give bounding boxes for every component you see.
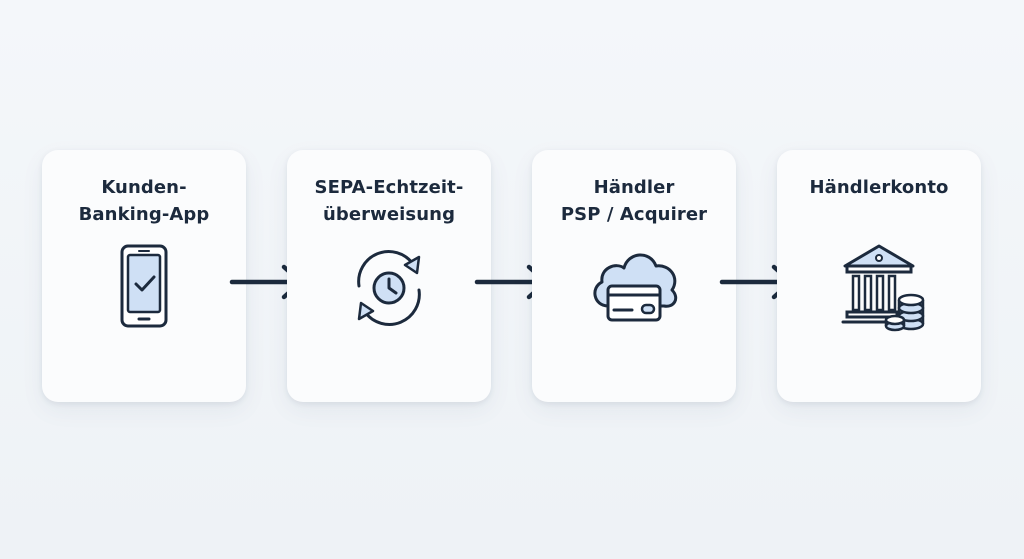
step-label-line: PSP / Acquirer	[560, 204, 708, 225]
step-label-line: überweisung	[322, 204, 456, 225]
step-card-sepa-instant-transfer: SEPA-Echtzeit- überweisung	[287, 150, 491, 402]
step-label-line: Banking-App	[78, 204, 210, 225]
step-card-merchant-psp-acquirer: Händler PSP / Acquirer	[532, 150, 736, 402]
step-label-line: Händlerkonto	[809, 177, 949, 198]
clock-refresh-icon	[339, 238, 439, 338]
step-label: Händler PSP / Acquirer	[532, 174, 736, 228]
step-label: Händlerkonto	[777, 174, 981, 201]
step-label-line: SEPA-Echtzeit-	[314, 177, 464, 198]
step-label: SEPA-Echtzeit- überweisung	[287, 174, 491, 228]
cloud-credit-card-icon	[584, 238, 684, 338]
step-label: Kunden- Banking-App	[42, 174, 246, 228]
step-card-merchant-account: Händlerkonto	[777, 150, 981, 402]
step-label-line: Kunden-	[101, 177, 187, 198]
step-label-line: Händler	[593, 177, 675, 198]
bank-coins-icon	[829, 238, 929, 338]
step-card-customer-banking-app: Kunden- Banking-App	[42, 150, 246, 402]
smartphone-check-icon	[94, 238, 194, 338]
